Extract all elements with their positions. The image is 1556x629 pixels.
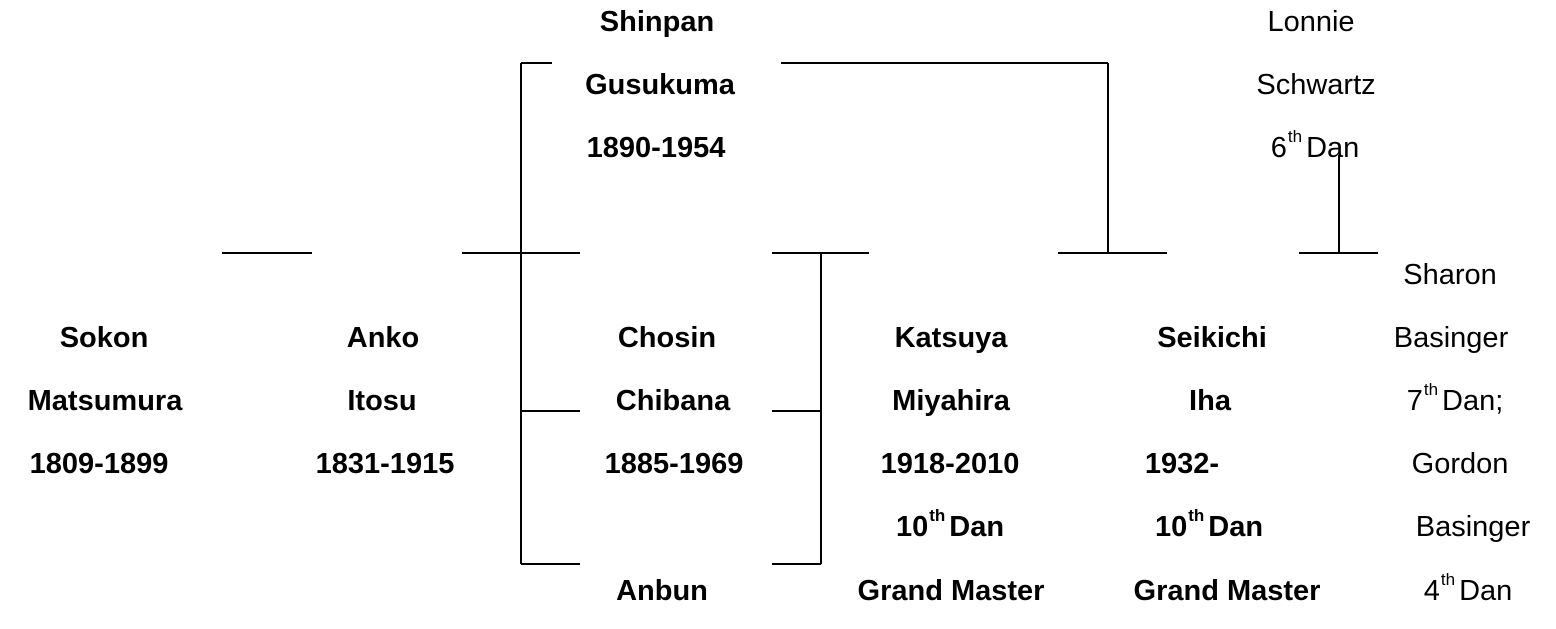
- chosin-years: 1885-1969: [604, 448, 744, 480]
- katsuya-rank-number: 10: [895, 511, 929, 543]
- anko-last-name: Itosu: [347, 385, 417, 417]
- chosin-first-name: Chosin: [617, 322, 717, 354]
- anbun-name: Anbun: [616, 575, 708, 607]
- seikichi-title: Grand Master: [1133, 575, 1321, 607]
- lonnie-rank-suffix: th: [1287, 127, 1303, 147]
- shinpan-last-name: Gusukuma: [585, 69, 735, 101]
- lonnie-rank-word: Dan: [1306, 132, 1360, 164]
- sokon-years: 1809-1899: [29, 448, 169, 480]
- seikichi-first-name: Seikichi: [1157, 322, 1267, 354]
- sokon-last-name: Matsumura: [27, 385, 183, 417]
- lonnie-rank-number: 6: [1270, 132, 1287, 164]
- seikichi-rank-suffix: th: [1188, 506, 1205, 526]
- katsuya-rank-suffix: th: [929, 506, 946, 526]
- gordon-first-name: Gordon: [1411, 448, 1509, 480]
- anko-first-name: Anko: [346, 322, 420, 354]
- gordon-rank-number: 4: [1423, 575, 1440, 607]
- lonnie-first-name: Lonnie: [1267, 6, 1355, 38]
- gordon-rank-word: Dan: [1459, 575, 1513, 607]
- sharon-first-name: Sharon: [1403, 259, 1497, 291]
- katsuya-last-name: Miyahira: [892, 385, 1010, 417]
- sokon-first-name: Sokon: [59, 322, 149, 354]
- shinpan-first-name: Shinpan: [599, 6, 715, 38]
- gordon-rank-suffix: th: [1440, 570, 1456, 590]
- anko-years: 1831-1915: [315, 448, 455, 480]
- sharon-rank-suffix: th: [1423, 380, 1439, 400]
- katsuya-years: 1918-2010: [880, 448, 1020, 480]
- sharon-last-name: Basinger: [1393, 322, 1509, 354]
- seikichi-rank-word: Dan: [1208, 511, 1264, 543]
- sharon-rank-number: 7: [1406, 385, 1423, 417]
- shinpan-years: 1890-1954: [586, 132, 726, 164]
- sharon-rank-word: Dan;: [1442, 385, 1504, 417]
- lonnie-last-name: Schwartz: [1256, 69, 1376, 101]
- gordon-last-name: Basinger: [1415, 511, 1531, 543]
- katsuya-rank-word: Dan: [949, 511, 1005, 543]
- seikichi-rank-number: 10: [1154, 511, 1188, 543]
- katsuya-title: Grand Master: [857, 575, 1045, 607]
- chosin-last-name: Chibana: [615, 385, 731, 417]
- katsuya-first-name: Katsuya: [894, 322, 1008, 354]
- seikichi-years: 1932-: [1144, 448, 1220, 480]
- seikichi-last-name: Iha: [1189, 385, 1231, 417]
